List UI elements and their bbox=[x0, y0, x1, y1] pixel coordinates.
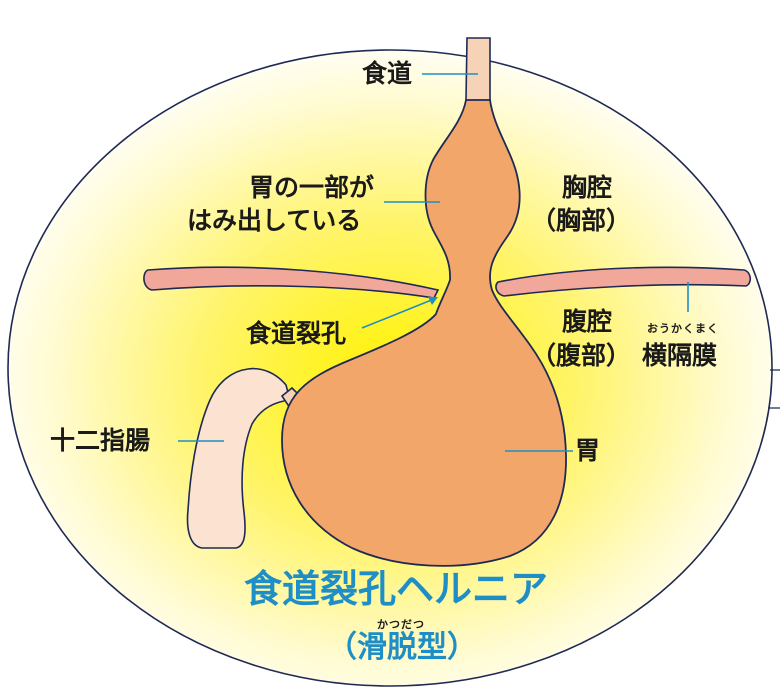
label-thoracic-line1: 胸腔 bbox=[562, 173, 612, 203]
label-diaphragm: 横隔膜 bbox=[642, 341, 717, 371]
label-diaphragm-ruby: おうかくまく bbox=[647, 320, 719, 336]
diagram-title: 食道裂孔ヘルニア bbox=[244, 566, 548, 612]
label-stomach-part-line1: 胃の一部が bbox=[249, 173, 374, 203]
label-hiatus: 食道裂孔 bbox=[246, 319, 346, 349]
label-stomach: 胃 bbox=[575, 436, 600, 466]
label-abdominal-line1: 腹腔 bbox=[562, 307, 612, 337]
label-duodenum: 十二指腸 bbox=[50, 426, 150, 456]
label-esophagus: 食道 bbox=[362, 59, 412, 89]
label-stomach-part-line2: はみ出している bbox=[187, 206, 361, 236]
label-thoracic-line2: （胸部） bbox=[531, 206, 631, 236]
label-abdominal-line2: （腹部） bbox=[531, 341, 631, 371]
diagram-subtitle: （滑脱型） bbox=[327, 630, 477, 666]
